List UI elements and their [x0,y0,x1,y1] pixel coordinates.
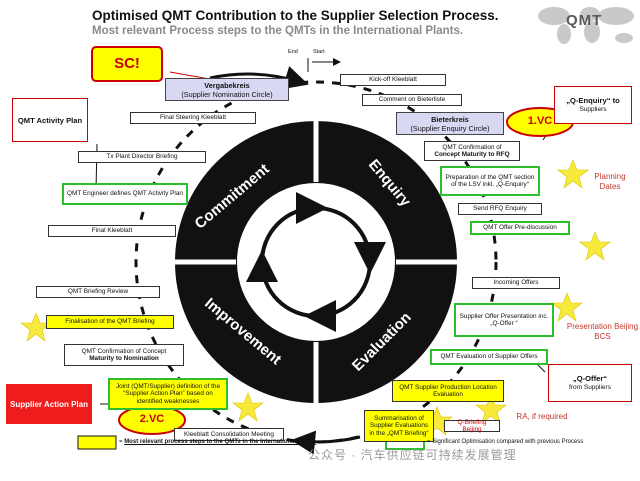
star-icon [232,392,264,422]
outer-cycle-arrow [209,66,309,90]
vc1-callout: 1.VC [527,115,553,127]
step-kickoff: Kick-off Kleeblatt [340,74,446,86]
page-subtitle: Most relevant Process steps to the QMTs … [92,25,464,37]
step-q-briefing-beijing: Q-Briefing Beijing [444,419,500,433]
legend-green-text: = Significant Optimisation compared with… [427,439,584,445]
step-prep-qmt-section: Preparation of the QMT section of the LS… [440,166,540,196]
step-qmt-evaluation: QMT Evaluation of Supplier Offers [430,349,548,365]
vc2-callout: 2.VC [139,413,165,425]
inner-cycle-arrow [260,192,328,263]
inner-circle [244,190,388,334]
inner-cycle-arrow [246,250,317,318]
q-offer-note: „Q-Offer“ from Suppliers [548,364,632,402]
step-incoming-offers: Incoming Offers [472,277,560,289]
outer-cycle-arrow-bottom [291,430,361,455]
start-label: Start [313,49,325,55]
step-finalisation-briefing: Finalisation of the QMT Briefing [46,315,174,329]
legend-yellow-swatch [77,435,117,450]
world-map-logo [538,7,634,44]
step-qmt-confirm-nomination: QMT Confirmation of Concept Maturity to … [64,344,184,366]
star-icon [579,231,611,261]
step-send-rfq: Send RFQ Enquiry [458,203,542,215]
legend-yellow-text: = Most relevant process steps to the QMT… [119,439,316,445]
step-qmt-briefing-review: QMT Briefing Review [36,286,160,298]
star-icon [557,159,589,189]
step-tx-plant-director: Tx Plant Director Briefing [78,151,206,163]
step-qmt-supplier-production: QMT Supplier Production Location Evaluat… [392,380,504,402]
step-qmt-engineer-defines: QMT Engineer defines QMT Activity Plan [62,183,188,205]
star-icon [551,292,583,322]
step-vergabekreis: Vergabekreis (Supplier Nomination Circle… [165,78,289,101]
page-title: Optimised QMT Contribution to the Suppli… [92,8,499,23]
outer-cycle-dashed [134,80,498,444]
inner-cycle-arrow [304,261,372,332]
step-kleeblatt-consolidation: Kleeblatt Consolidation Meeting [174,428,284,441]
sc-callout-shape [91,46,163,82]
step-summarisation: Summarisation of Supplier Evaluations in… [364,410,434,442]
presentation-beijing-label: Presentation Beijing BCS [566,322,639,341]
q-enquiry-note: „Q-Enquiry“ to Suppliers [554,86,632,124]
step-final-kleeblatt: Final Kleeblatt [48,225,176,237]
step-supplier-offer-presentation: Supplier Offer Presentation inc. „Q-Offe… [454,303,554,337]
planning-dates-label: Planning Dates [594,172,626,191]
step-qmt-offer-prediscussion: QMT Offer Pre-discussion [470,221,570,235]
step-comment: Comment on Bieterliste [362,94,462,106]
qmt-activity-plan-note: QMT Activity Plan [12,98,88,142]
step-joint-definition: Joint (QMT/Supplier) definition of the “… [108,378,228,410]
supplier-action-plan-note: Supplier Action Plan [6,384,92,424]
sc-callout: SC! [114,55,140,72]
step-bieterkreis: Bieterkreis (Supplier Enquiry Circle) [396,112,504,135]
step-final-steering: Final Steering Kleeblatt [130,112,256,124]
step-qmt-confirm-rfq: QMT Confirmation of Concept Maturity to … [424,141,520,161]
ra-required-label: RA, if required [516,412,568,421]
watermark-text: 公众号 · 汽车供应链可持续发展管理 [308,448,517,462]
qmt-logo-text: QMT [566,12,603,29]
star-icon [475,394,507,424]
end-label: End [288,49,298,55]
